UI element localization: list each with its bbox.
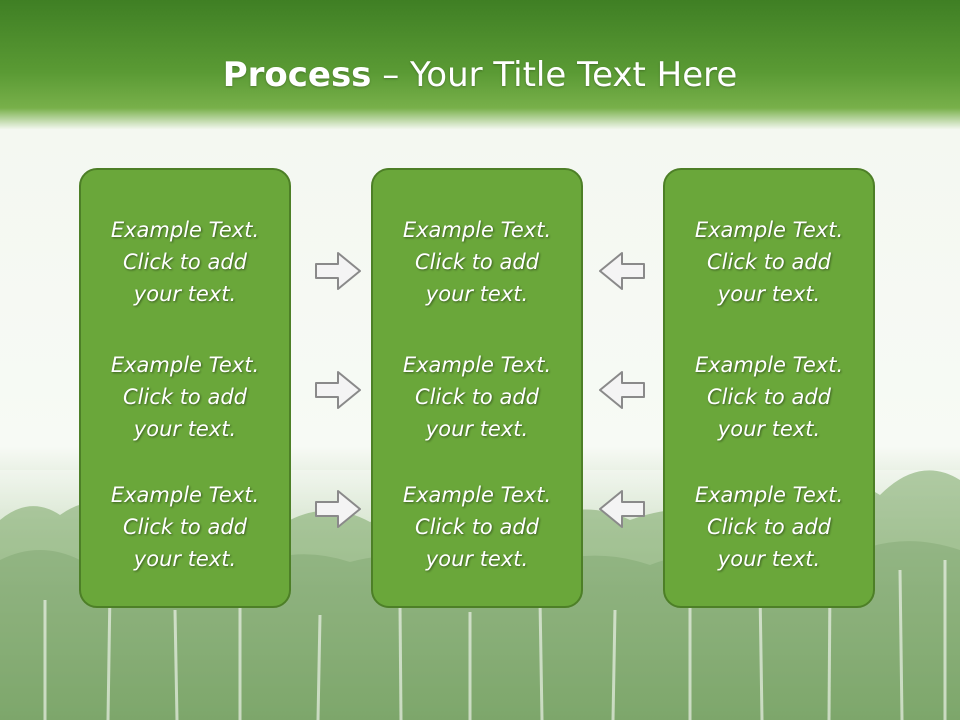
title-rest: – Your Title Text Here bbox=[371, 55, 738, 95]
left-arrow-icon bbox=[599, 490, 645, 528]
right-arrow-icon bbox=[315, 252, 361, 290]
text-placeholder[interactable]: Example Text. Click to add your text. bbox=[402, 353, 552, 441]
left-arrow-icon bbox=[599, 371, 645, 409]
right-arrow-icon bbox=[315, 490, 361, 528]
left-arrow-icon bbox=[599, 252, 645, 290]
text-placeholder[interactable]: Example Text. Click to add your text. bbox=[694, 483, 844, 571]
right-arrow-icon bbox=[315, 371, 361, 409]
title-bold: Process bbox=[222, 55, 372, 95]
process-box-center[interactable]: Example Text. Click to add your text. Ex… bbox=[371, 168, 583, 608]
text-placeholder[interactable]: Example Text. Click to add your text. bbox=[694, 218, 844, 306]
text-placeholder[interactable]: Example Text. Click to add your text. bbox=[110, 483, 260, 571]
text-placeholder[interactable]: Example Text. Click to add your text. bbox=[402, 483, 552, 571]
process-box-right[interactable]: Example Text. Click to add your text. Ex… bbox=[663, 168, 875, 608]
text-placeholder[interactable]: Example Text. Click to add your text. bbox=[110, 218, 260, 306]
slide-title[interactable]: Process – Your Title Text Here bbox=[0, 52, 960, 102]
text-placeholder[interactable]: Example Text. Click to add your text. bbox=[402, 218, 552, 306]
text-placeholder[interactable]: Example Text. Click to add your text. bbox=[110, 353, 260, 441]
process-box-left[interactable]: Example Text. Click to add your text. Ex… bbox=[79, 168, 291, 608]
text-placeholder[interactable]: Example Text. Click to add your text. bbox=[694, 353, 844, 441]
